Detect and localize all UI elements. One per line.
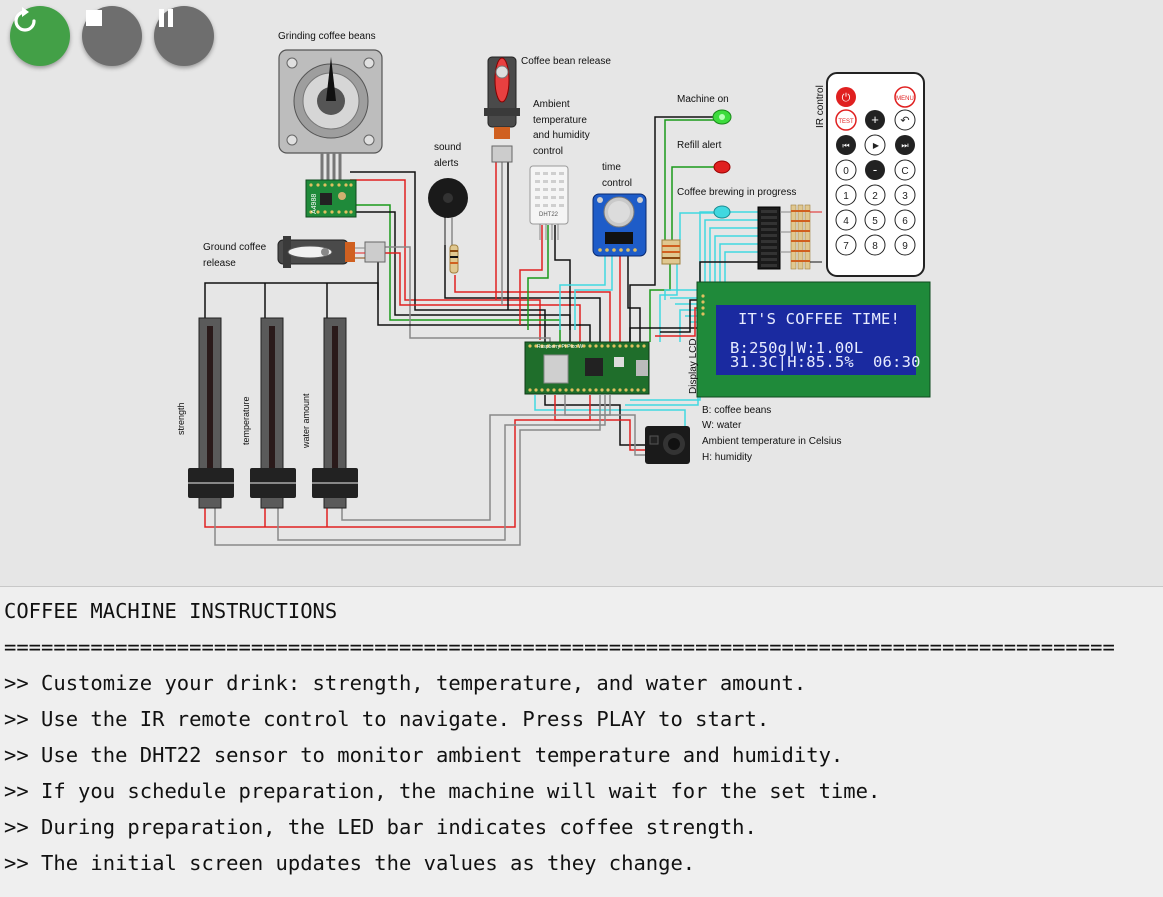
remote-8-label: 8 bbox=[872, 241, 878, 252]
console-line: >> The initial screen updates the values… bbox=[4, 851, 696, 875]
label-ground-2: release bbox=[203, 258, 236, 269]
remote-menu-label: MENU bbox=[896, 96, 914, 102]
ground-coffee-servo[interactable] bbox=[277, 236, 386, 268]
label-sound-2: alerts bbox=[434, 158, 459, 169]
remote-1-label: 1 bbox=[843, 191, 849, 202]
label-ground-1: Ground coffee bbox=[203, 242, 267, 253]
stop-icon bbox=[86, 10, 102, 26]
restart-button[interactable] bbox=[10, 6, 70, 66]
wires bbox=[204, 116, 758, 546]
svg-text:⏭: ⏭ bbox=[901, 141, 908, 150]
svg-text:⏻: ⏻ bbox=[842, 91, 851, 104]
label-time-1: time bbox=[602, 162, 621, 173]
buzzer[interactable] bbox=[428, 178, 468, 274]
label-ambient-1: Ambient bbox=[533, 99, 570, 110]
remote-3-label: 3 bbox=[902, 191, 908, 202]
rtc-module[interactable] bbox=[592, 193, 647, 257]
label-pico-chip: Raspberry Pi Pico W bbox=[537, 344, 584, 350]
led-brewing[interactable] bbox=[713, 205, 731, 219]
restart-icon bbox=[14, 7, 36, 32]
remote-plus-label: + bbox=[871, 112, 879, 127]
remote-7-label: 7 bbox=[843, 241, 849, 252]
slider-temperature[interactable] bbox=[250, 317, 296, 509]
label-strength: strength bbox=[176, 402, 186, 435]
label-bean-release: Coffee bean release bbox=[521, 56, 611, 67]
remote-9-label: 9 bbox=[902, 241, 908, 252]
led-refill-alert[interactable] bbox=[713, 160, 731, 174]
legend-ambient: Ambient temperature in Celsius bbox=[702, 436, 842, 447]
console-line: >> Use the IR remote control to navigate… bbox=[4, 707, 770, 731]
label-water-amount: water amount bbox=[301, 393, 311, 448]
slider-water-amount[interactable] bbox=[312, 317, 358, 509]
ir-receiver[interactable] bbox=[645, 426, 690, 464]
label-driver-chip: A4988 bbox=[311, 193, 318, 214]
label-ambient-2: temperature bbox=[533, 115, 587, 126]
svg-text:⏮: ⏮ bbox=[842, 141, 849, 150]
lcd-line-3: 31.3C|H:85.5% 06:30 bbox=[730, 353, 921, 371]
label-display-lcd: Display LCD bbox=[688, 338, 699, 394]
label-grinding: Grinding coffee beans bbox=[278, 31, 376, 42]
led-resistors bbox=[661, 239, 681, 265]
lcd-line-2: B:250g|W:1.00L bbox=[730, 339, 864, 357]
remote-6-label: 6 bbox=[902, 216, 908, 227]
remote-test-label: TEST bbox=[838, 119, 854, 125]
label-machine-on: Machine on bbox=[677, 94, 729, 105]
ir-remote[interactable]: ⏻ MENU TEST + ↶ ⏮ ▶ ⏭ 0 - C 1 2 3 4 5 6 … bbox=[826, 72, 925, 277]
console-title: COFFEE MACHINE INSTRUCTIONS bbox=[4, 599, 338, 623]
console-line: >> Use the DHT22 sensor to monitor ambie… bbox=[4, 743, 844, 767]
label-ambient-4: control bbox=[533, 146, 564, 157]
console-rule: ========================================… bbox=[4, 635, 1115, 659]
led-machine-on[interactable] bbox=[712, 109, 732, 125]
simulation-canvas: ⏻ MENU TEST + ↶ ⏮ ▶ ⏭ 0 - C 1 2 3 4 5 6 … bbox=[10, 6, 931, 546]
console-line: >> If you schedule preparation, the mach… bbox=[4, 779, 881, 803]
pause-icon bbox=[159, 9, 173, 27]
lcd-line-1: IT'S COFFEE TIME! bbox=[738, 310, 901, 328]
circuit-diagram: ⏻ MENU TEST + ↶ ⏮ ▶ ⏭ 0 - C 1 2 3 4 5 6 … bbox=[188, 49, 931, 546]
console-line: >> During preparation, the LED bar indic… bbox=[4, 815, 757, 839]
remote-0-label: 0 bbox=[843, 166, 849, 177]
remote-minus-label: - bbox=[873, 162, 877, 177]
stepper-motor[interactable] bbox=[278, 49, 383, 180]
dht22-sensor[interactable] bbox=[529, 165, 569, 240]
svg-text:↶: ↶ bbox=[900, 114, 909, 127]
remote-2-label: 2 bbox=[872, 191, 878, 202]
label-ambient-3: and humidity bbox=[533, 130, 590, 141]
label-time-2: control bbox=[602, 178, 633, 189]
svg-text:▶: ▶ bbox=[873, 141, 880, 150]
slider-strength[interactable] bbox=[188, 317, 234, 509]
a4988-driver[interactable] bbox=[305, 179, 357, 218]
remote-c-label: C bbox=[901, 166, 908, 177]
coffee-bean-servo[interactable] bbox=[484, 56, 520, 163]
legend-w: W: water bbox=[702, 420, 742, 431]
legend-h: H: humidity bbox=[702, 452, 753, 463]
lcd-display[interactable] bbox=[696, 281, 931, 398]
label-ir-control: IR control bbox=[815, 85, 826, 128]
label-refill-alert: Refill alert bbox=[677, 140, 722, 151]
remote-5-label: 5 bbox=[872, 216, 878, 227]
remote-4-label: 4 bbox=[843, 216, 849, 227]
label-sound-1: sound bbox=[434, 142, 462, 153]
console-line: >> Customize your drink: strength, tempe… bbox=[4, 671, 807, 695]
serial-console[interactable]: COFFEE MACHINE INSTRUCTIONS ============… bbox=[0, 586, 1163, 897]
legend-b: B: coffee beans bbox=[702, 405, 772, 416]
pause-button[interactable] bbox=[154, 6, 214, 66]
led-bar-graph[interactable] bbox=[757, 204, 822, 270]
label-temperature: temperature bbox=[241, 396, 251, 445]
label-dht22-chip: DHT22 bbox=[539, 212, 559, 218]
raspberry-pi-pico[interactable] bbox=[524, 341, 650, 395]
stop-button[interactable] bbox=[82, 6, 142, 66]
label-brewing: Coffee brewing in progress bbox=[677, 187, 797, 198]
